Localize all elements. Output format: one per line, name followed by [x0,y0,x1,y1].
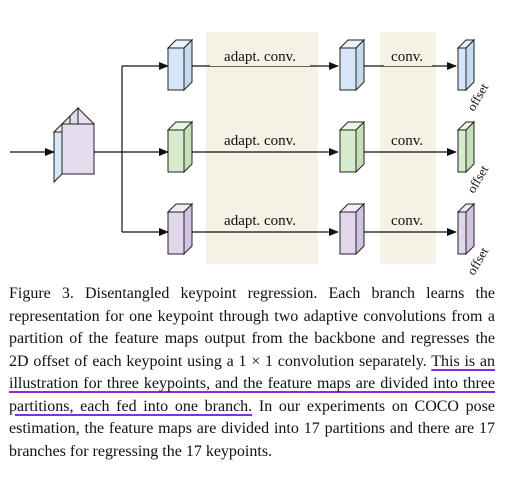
branch-3-feature-map-a [166,202,194,256]
branch-1-conv-label: conv. [391,49,423,65]
input-feature-stack [52,106,96,184]
branch-1-feature-map-a [166,38,194,92]
branch-2-conv-label: conv. [391,133,423,149]
branch-2-offset-map [456,120,476,174]
branch-1-feature-map-b [338,38,366,92]
branch-1: adapt. conv. conv. offset [166,38,491,114]
caption-highlighted-text: This is an illustration for three keypoi… [9,352,496,415]
branch-3-conv-label: conv. [391,213,423,229]
branch-3-feature-map-b [338,202,366,256]
caption-text: Figure 3. Disentangled keypoint regressi… [9,285,495,370]
input-front [61,123,95,175]
branch-2-feature-map-b [338,120,366,174]
branch-3-offset-map [456,202,476,256]
keypoint-regression-diagram: adapt. conv. conv. offset adapt. conv. [10,32,491,278]
branch-3: adapt. conv. conv. offset [166,202,491,278]
branch-1-adapt-conv-label: adapt. conv. [224,49,296,65]
caption-text-end: In our experiments on COCO pose estimati… [9,397,495,460]
branch-1-offset-map [456,38,476,92]
branch-2-feature-map-a [166,120,194,174]
input-layer-1 [53,122,63,184]
branch-3-adapt-conv-label: adapt. conv. [224,213,296,229]
figure-caption: Figure 3. Disentangled keypoint regressi… [9,283,495,463]
branch-2-adapt-conv-label: adapt. conv. [224,133,296,149]
